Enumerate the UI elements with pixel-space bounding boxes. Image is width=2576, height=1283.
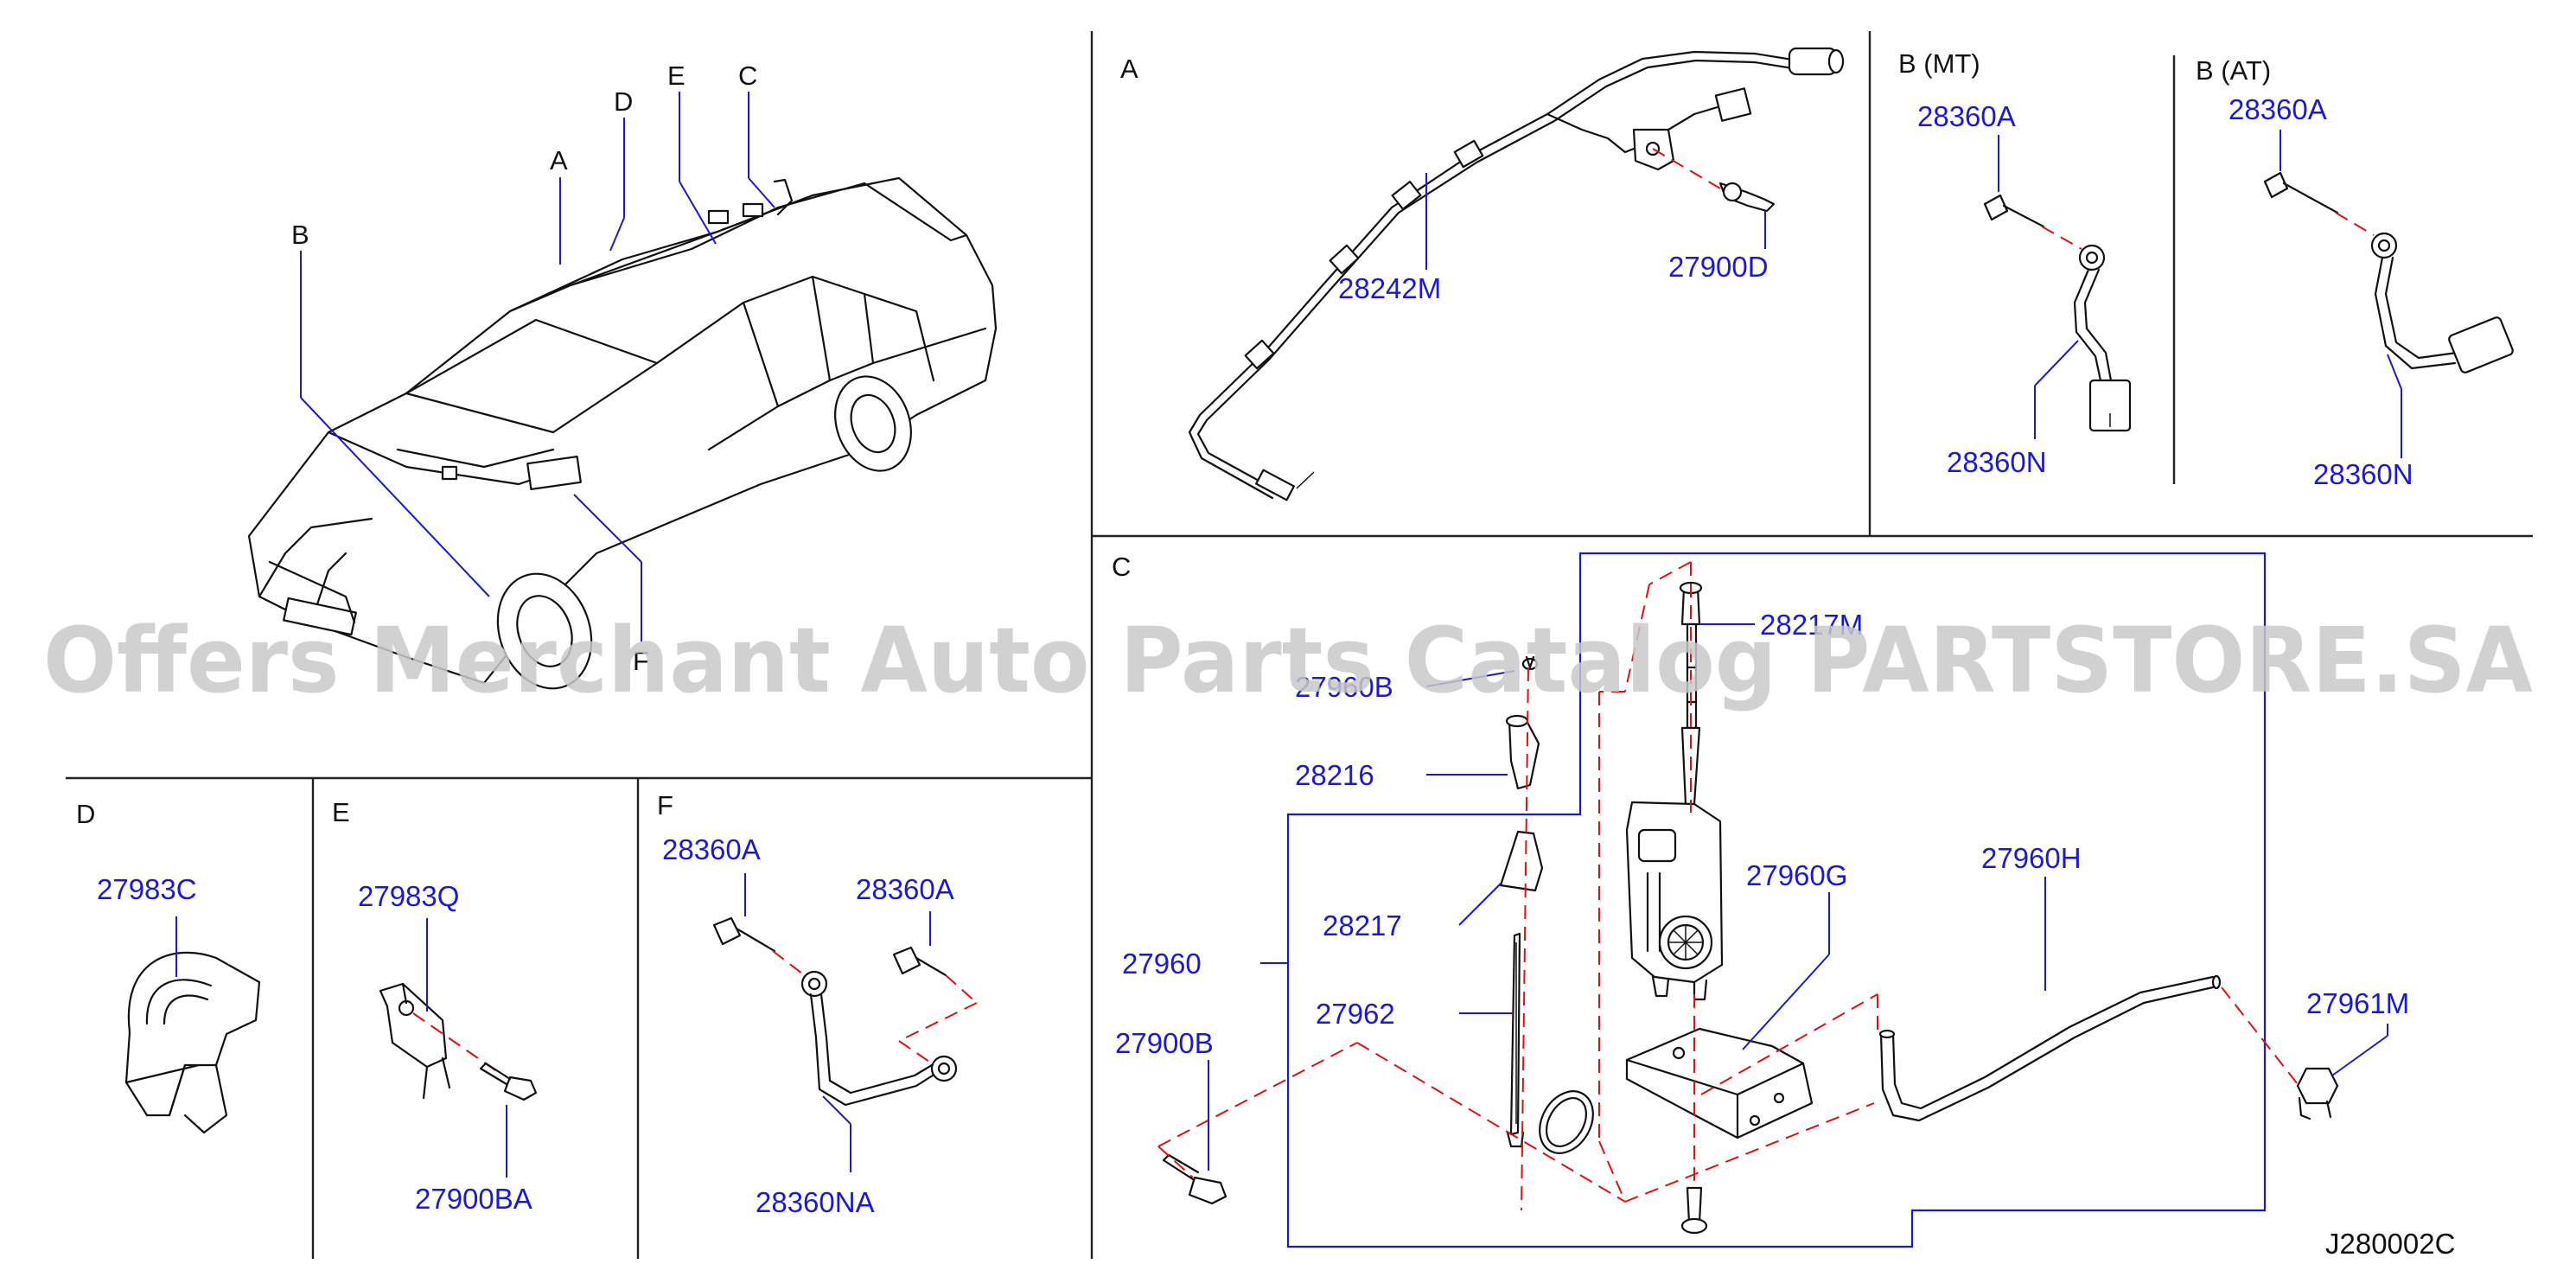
section-e: E 27983Q 27900BA [332,797,538,1215]
section-label-d: D [76,799,95,829]
section-c: C [1112,552,2409,1248]
part-28216[interactable]: 28216 [1295,759,1374,791]
part-28360A-at[interactable]: 28360A [2228,93,2327,125]
part-28360N-at[interactable]: 28360N [2313,458,2413,490]
section-f: F 28360A 28360A 28360NA [657,790,978,1218]
part-27983Q[interactable]: 27983Q [358,880,459,912]
section-b-at: B (AT) 28360A 28360N [2196,55,2514,490]
part-27900B[interactable]: 27900B [1115,1027,1214,1059]
section-a: A 28242M 27900D [1120,47,1845,501]
section-b-mt: B (MT) 28360A 28360N [1898,48,2132,478]
part-27960H[interactable]: 27960H [1981,842,2082,874]
part-28360A-mt[interactable]: 28360A [1917,100,2016,132]
car-callout-a: A [550,145,568,176]
part-27961M[interactable]: 27961M [2306,987,2409,1019]
part-28360N-mt[interactable]: 28360N [1947,446,2047,478]
car-callout-f: F [633,646,649,676]
car-callout-d: D [614,86,633,117]
section-label-e: E [332,797,350,827]
part-27960[interactable]: 27960 [1122,948,1202,980]
diagram-code: J280002C [2325,1228,2455,1260]
part-27960B[interactable]: 27960B [1295,671,1393,703]
part-27900BA[interactable]: 27900BA [415,1183,532,1215]
part-27962[interactable]: 27962 [1316,998,1395,1030]
section-label-f: F [657,790,673,820]
part-28360NA[interactable]: 28360NA [756,1186,875,1218]
part-28242M[interactable]: 28242M [1338,272,1441,304]
car-callout-e: E [667,61,685,91]
part-28360A-f1[interactable]: 28360A [662,833,761,865]
part-27900D[interactable]: 27900D [1668,251,1769,283]
part-28217M[interactable]: 28217M [1760,609,1863,641]
section-label-a: A [1120,54,1138,84]
section-d: D 27983C [76,799,261,1134]
section-label-b-at: B (AT) [2196,55,2271,86]
part-27960G[interactable]: 27960G [1746,859,1847,891]
part-28217[interactable]: 28217 [1323,910,1402,942]
car-overview: A B C D E F [247,61,998,690]
section-label-c: C [1112,552,1131,582]
part-28360A-f2[interactable]: 28360A [856,873,954,905]
part-27983C[interactable]: 27983C [97,873,197,905]
section-label-b-mt: B (MT) [1898,48,1980,79]
car-callout-b: B [291,220,309,250]
section-dividers [66,31,2533,1259]
watermark: Offers Merchant Auto Parts Catalog PARTS… [43,608,2533,713]
car-callout-c: C [738,61,757,91]
